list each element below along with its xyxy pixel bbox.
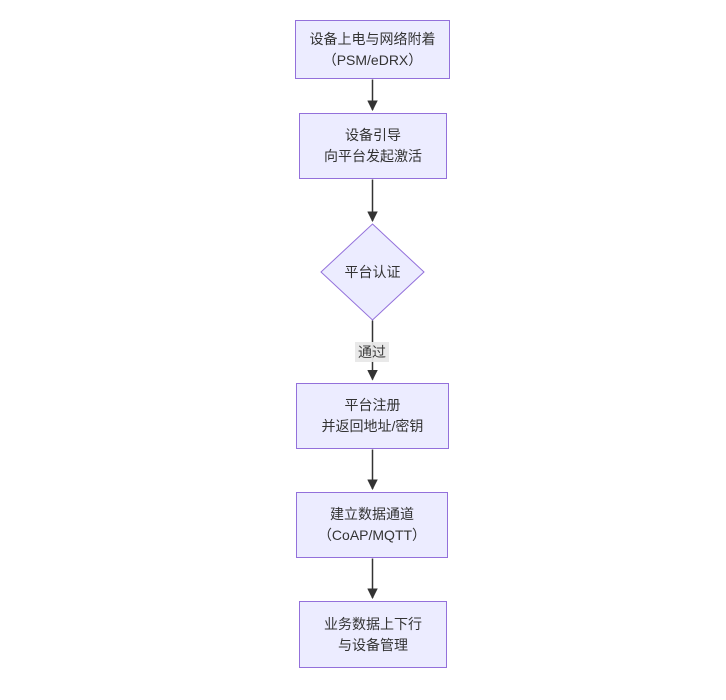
node-platform-register: 平台注册 并返回地址/密钥 bbox=[296, 383, 449, 449]
node-text-line: 设备上电与网络附着 bbox=[309, 30, 436, 47]
node-text-line: 建立数据通道 bbox=[330, 506, 414, 522]
node-text-line: （PSM/eDRX） bbox=[322, 51, 423, 68]
edge-label-pass: 通过 bbox=[355, 342, 389, 362]
node-text-line: 设备引导 bbox=[345, 127, 401, 143]
node-business-mgmt: 业务数据上下行 与设备管理 bbox=[299, 601, 447, 668]
node-text-line: 平台注册 bbox=[344, 397, 401, 413]
node-bootstrap: 设备引导 向平台发起激活 bbox=[299, 113, 447, 179]
node-text-line: 平台认证 bbox=[344, 263, 401, 280]
node-text-line: （CoAP/MQTT） bbox=[317, 527, 427, 543]
node-text-line: 与设备管理 bbox=[338, 636, 408, 653]
node-text-line: 业务数据上下行 bbox=[324, 615, 422, 632]
node-platform-auth: 平台认证 bbox=[321, 258, 424, 286]
node-power-attach: 设备上电与网络附着 （PSM/eDRX） bbox=[295, 20, 450, 79]
node-text-line: 向平台发起激活 bbox=[324, 148, 422, 164]
node-data-channel: 建立数据通道 （CoAP/MQTT） bbox=[296, 492, 448, 558]
node-text-line: 并返回地址/密钥 bbox=[321, 418, 424, 434]
